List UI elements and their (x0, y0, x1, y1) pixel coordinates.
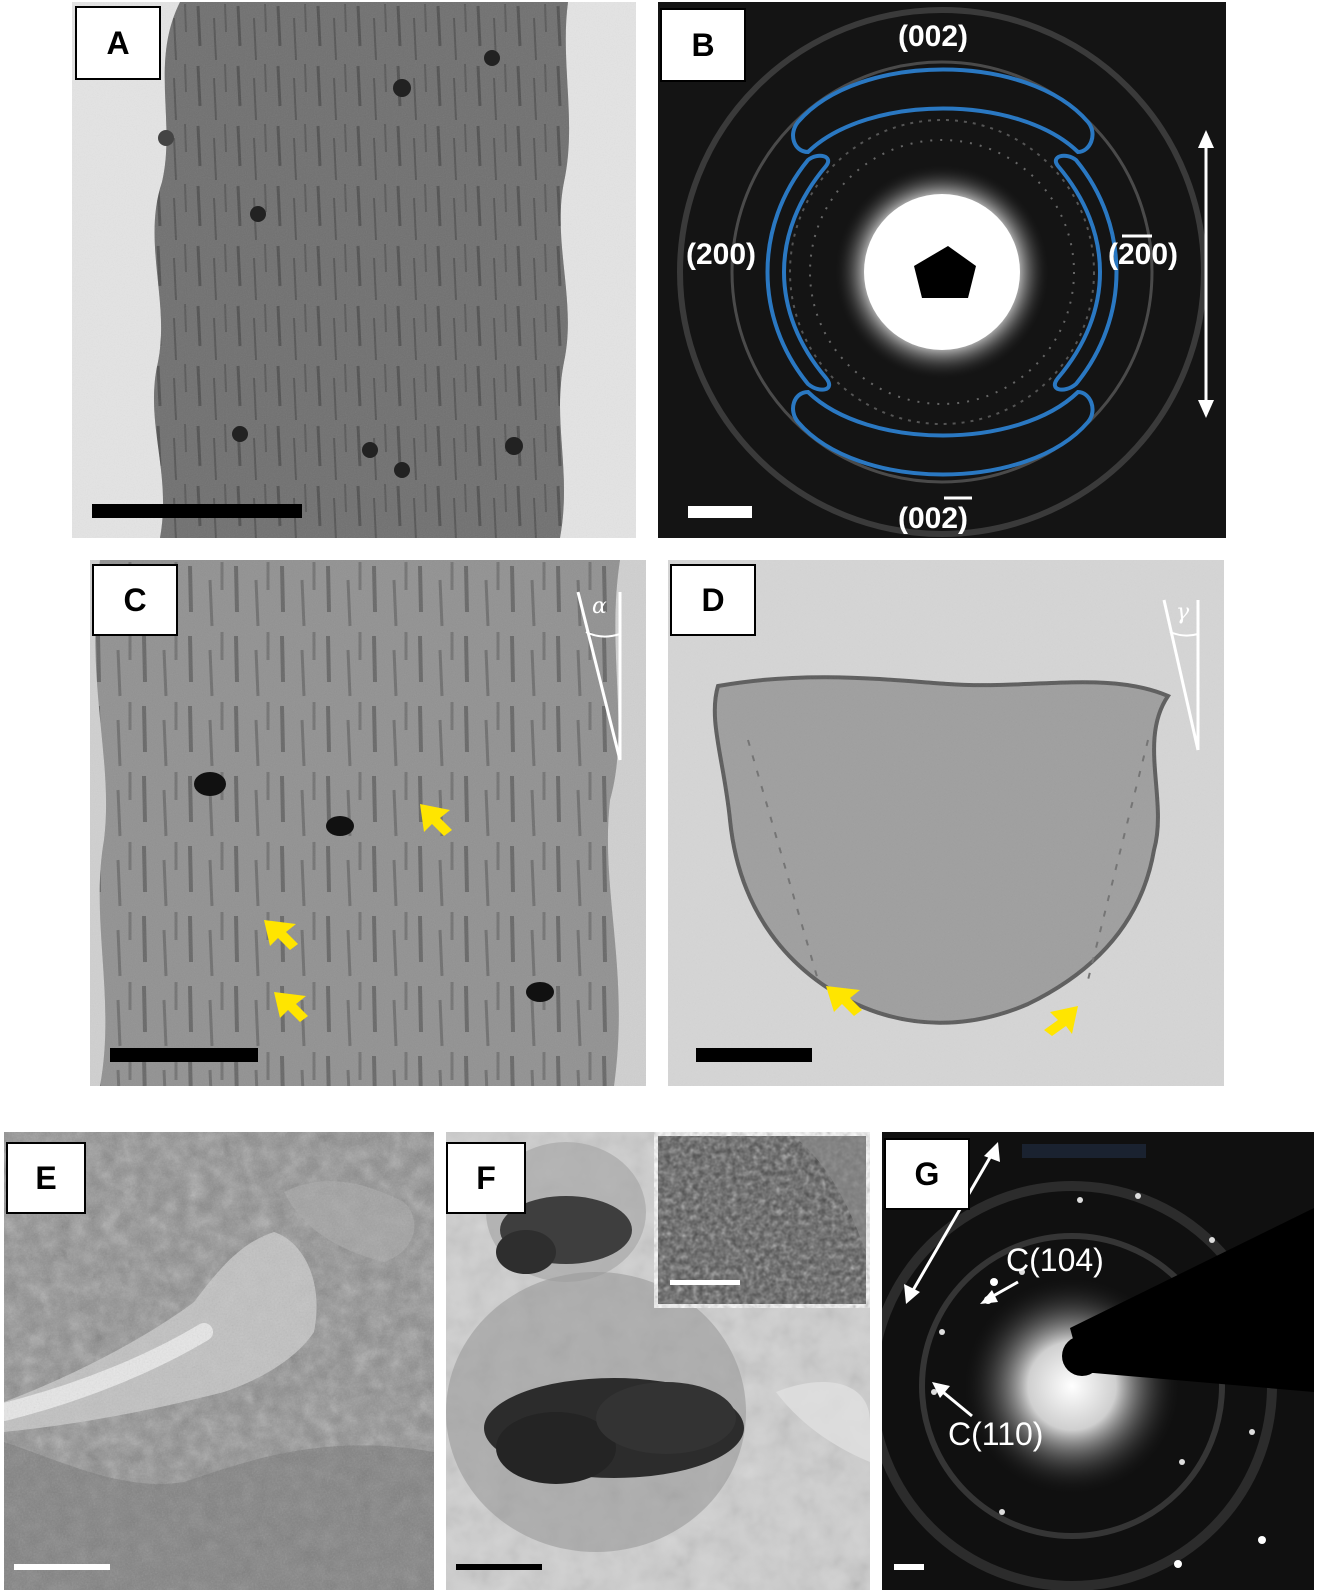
arrow-indicator-3 (274, 992, 308, 1022)
panel-e: E (4, 1132, 434, 1590)
panel-c-image (90, 560, 646, 1086)
panel-b-label: B (660, 8, 746, 82)
miller-index-bottom: (002) (898, 502, 969, 535)
panel-c-label: C (92, 564, 178, 636)
reflection-label-c110: C(110) (948, 1416, 1044, 1452)
panel-d-scale-bar (696, 1048, 812, 1062)
panel-f-inset (654, 1132, 870, 1308)
arrow-indicator-1 (826, 986, 862, 1016)
reflection-label-c104: C(104) (1006, 1242, 1104, 1278)
panel-a-image (72, 2, 636, 538)
panel-f-label: F (446, 1142, 526, 1214)
bottom-ring-arc (791, 389, 1095, 477)
angle-gamma: γ (1176, 600, 1190, 625)
panel-d-image (668, 560, 1224, 1086)
panel-g-label: G (884, 1138, 970, 1210)
right-ring-arc (1052, 153, 1119, 392)
panel-e-label: E (6, 1142, 86, 1214)
panel-e-scale-bar (14, 1564, 110, 1570)
panel-f: F (446, 1132, 870, 1590)
panel-c: C α (90, 560, 646, 1086)
angle-alpha: α (592, 594, 607, 619)
panel-f-inset-scale-bar (670, 1280, 740, 1285)
panel-f-scale-bar (456, 1564, 542, 1570)
panel-a: A (72, 2, 636, 538)
panel-a-scale-bar (92, 504, 302, 518)
miller-index-right: (200) (1108, 238, 1179, 271)
panel-b-scale-bar (688, 506, 752, 518)
panel-f-inset-image (658, 1136, 866, 1304)
panel-d: D γ (668, 560, 1224, 1086)
panel-g: G C(104) C(110) (882, 1132, 1314, 1590)
arrow-indicator-2 (1044, 1006, 1078, 1036)
left-ring-arc (765, 153, 832, 392)
arrow-indicator-2 (264, 920, 298, 950)
top-ring-arc (791, 67, 1095, 155)
panel-c-scale-bar (110, 1048, 258, 1062)
panel-b: B (002) (200) (200) (002) (658, 2, 1226, 538)
panel-b-diffraction-pattern (658, 2, 1226, 538)
miller-index-left: (200) (686, 238, 757, 271)
panel-e-sem-image (4, 1132, 434, 1590)
panel-a-label: A (75, 6, 161, 80)
panel-g-scale-bar (894, 1564, 924, 1570)
arrow-indicator-1 (420, 804, 452, 836)
miller-index-top: (002) (898, 20, 969, 53)
panel-d-label: D (670, 564, 756, 636)
